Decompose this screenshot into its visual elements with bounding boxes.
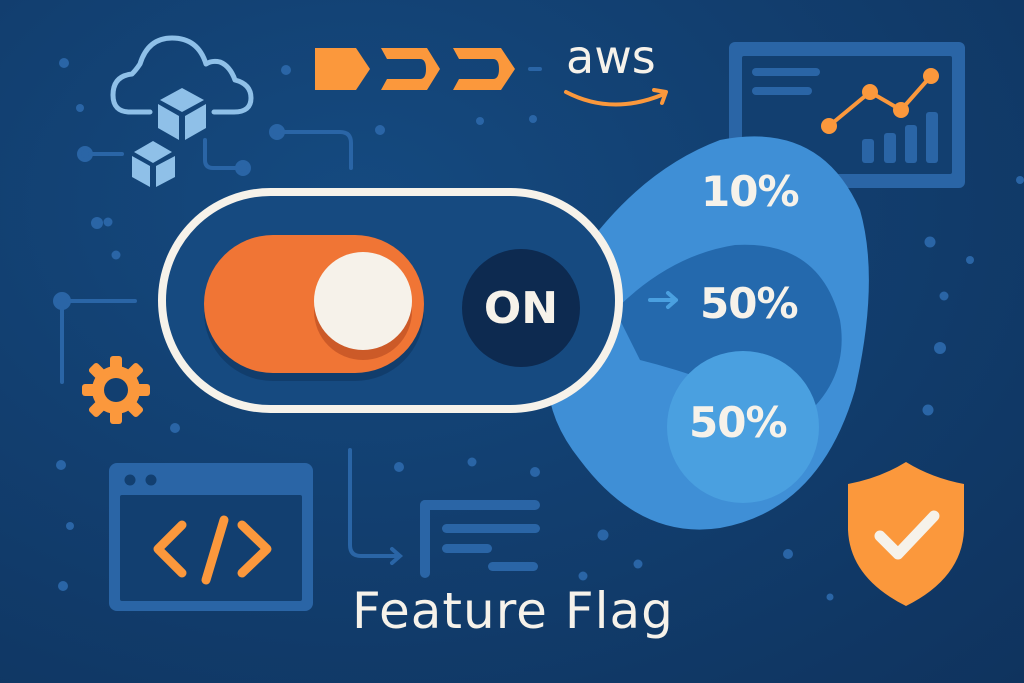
- cloud-with-boxes-icon: [110, 35, 254, 187]
- rollout-percentage-10: 10%: [701, 167, 800, 216]
- rollout-percentage-50-b: 50%: [689, 398, 788, 447]
- rollout-percentage-50-a: 50%: [700, 279, 799, 328]
- shield-check-icon: [848, 462, 964, 606]
- rollout-percentage-blob: [548, 136, 869, 530]
- code-window-icon: [109, 463, 313, 611]
- arrow-right-icon: [648, 291, 678, 309]
- aws-smile-icon: [564, 88, 668, 107]
- page-title: Feature Flag: [352, 582, 674, 640]
- pipeline-arrows-icon: [315, 48, 515, 90]
- toggle-knob[interactable]: [314, 252, 412, 350]
- gear-icon: [82, 356, 150, 424]
- aws-logo: aws: [566, 30, 656, 84]
- toggle-state-label: ON: [462, 249, 580, 367]
- document-lines-icon: [420, 500, 540, 578]
